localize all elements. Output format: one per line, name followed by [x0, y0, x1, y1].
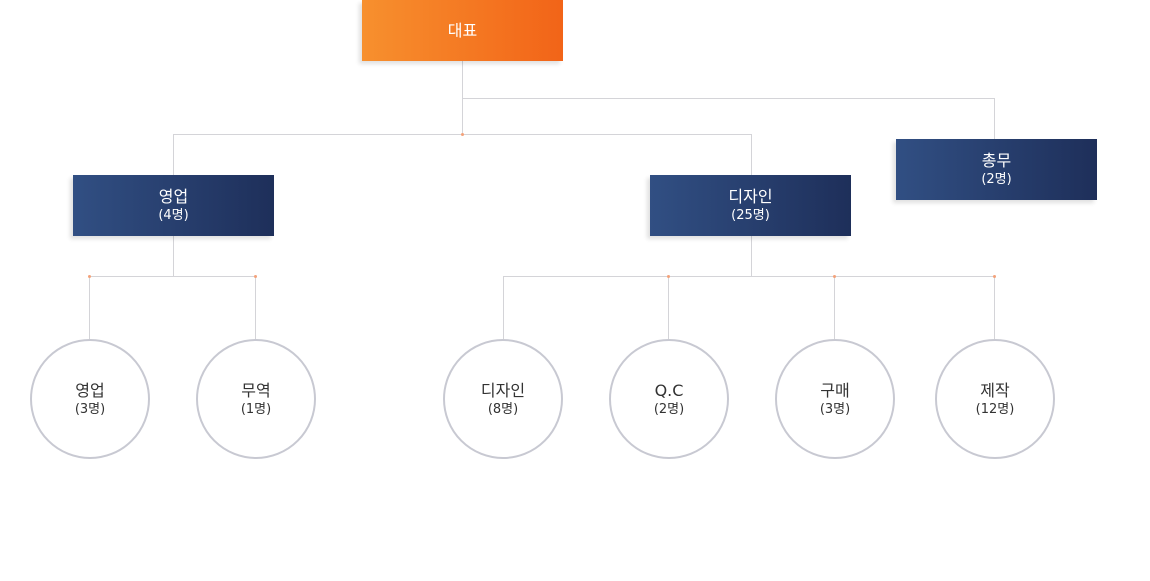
dept-design-count: (25명) — [731, 207, 770, 223]
team-name: 무역 — [241, 380, 271, 400]
connector-design-team-3 — [834, 276, 835, 339]
dept-general-count: (2명) — [981, 171, 1012, 187]
connector-sales-teams-stem — [173, 236, 174, 276]
team-count: (3명) — [74, 401, 106, 417]
team-purchase-circle[interactable]: 구매 (3명) — [775, 339, 895, 459]
team-qc-circle[interactable]: Q.C (2명) — [609, 339, 729, 459]
connector-general-down — [994, 98, 995, 139]
dept-sales-count: (4명) — [158, 207, 189, 223]
junction-dot — [667, 275, 670, 278]
team-count: (1명) — [240, 401, 272, 417]
team-name: 영업 — [75, 380, 105, 400]
connector-design-team-2 — [668, 276, 669, 339]
connector-ceo-to-general — [462, 98, 995, 99]
junction-dot — [88, 275, 91, 278]
connector-sales-team-2 — [255, 276, 256, 339]
connector-design-teams-stem — [751, 236, 752, 276]
team-count: (8명) — [487, 401, 519, 417]
junction-dot — [833, 275, 836, 278]
team-production-circle[interactable]: 제작 (12명) — [935, 339, 1055, 459]
connector-design-teams-bus — [503, 276, 995, 277]
junction-dot — [993, 275, 996, 278]
ceo-name: 대표 — [447, 20, 478, 40]
team-name: 디자인 — [480, 380, 526, 400]
junction-dot — [461, 133, 464, 136]
connector-ceo-down — [462, 61, 463, 134]
dept-general-name: 총무 — [981, 150, 1012, 170]
connector-design-down — [751, 134, 752, 175]
team-count: (2명) — [653, 401, 685, 417]
dept-design-box[interactable]: 디자인 (25명) — [650, 175, 851, 236]
team-count: (12명) — [975, 401, 1015, 417]
dept-sales-box[interactable]: 영업 (4명) — [73, 175, 274, 236]
connector-sales-down — [173, 134, 174, 175]
dept-sales-name: 영업 — [158, 186, 189, 206]
team-sales-circle[interactable]: 영업 (3명) — [30, 339, 150, 459]
connector-sales-team-1 — [89, 276, 90, 339]
team-count: (3명) — [819, 401, 851, 417]
ceo-box[interactable]: 대표 — [362, 0, 563, 61]
team-name: 구매 — [820, 380, 850, 400]
team-trade-circle[interactable]: 무역 (1명) — [196, 339, 316, 459]
team-name: Q.C — [654, 380, 684, 400]
junction-dot — [254, 275, 257, 278]
dept-general-box[interactable]: 총무 (2명) — [896, 139, 1097, 200]
connector-design-team-1 — [503, 276, 504, 339]
connector-design-team-4 — [994, 276, 995, 339]
team-name: 제작 — [980, 380, 1010, 400]
team-design-circle[interactable]: 디자인 (8명) — [443, 339, 563, 459]
connector-sales-teams-bus — [89, 276, 256, 277]
dept-design-name: 디자인 — [728, 186, 773, 206]
